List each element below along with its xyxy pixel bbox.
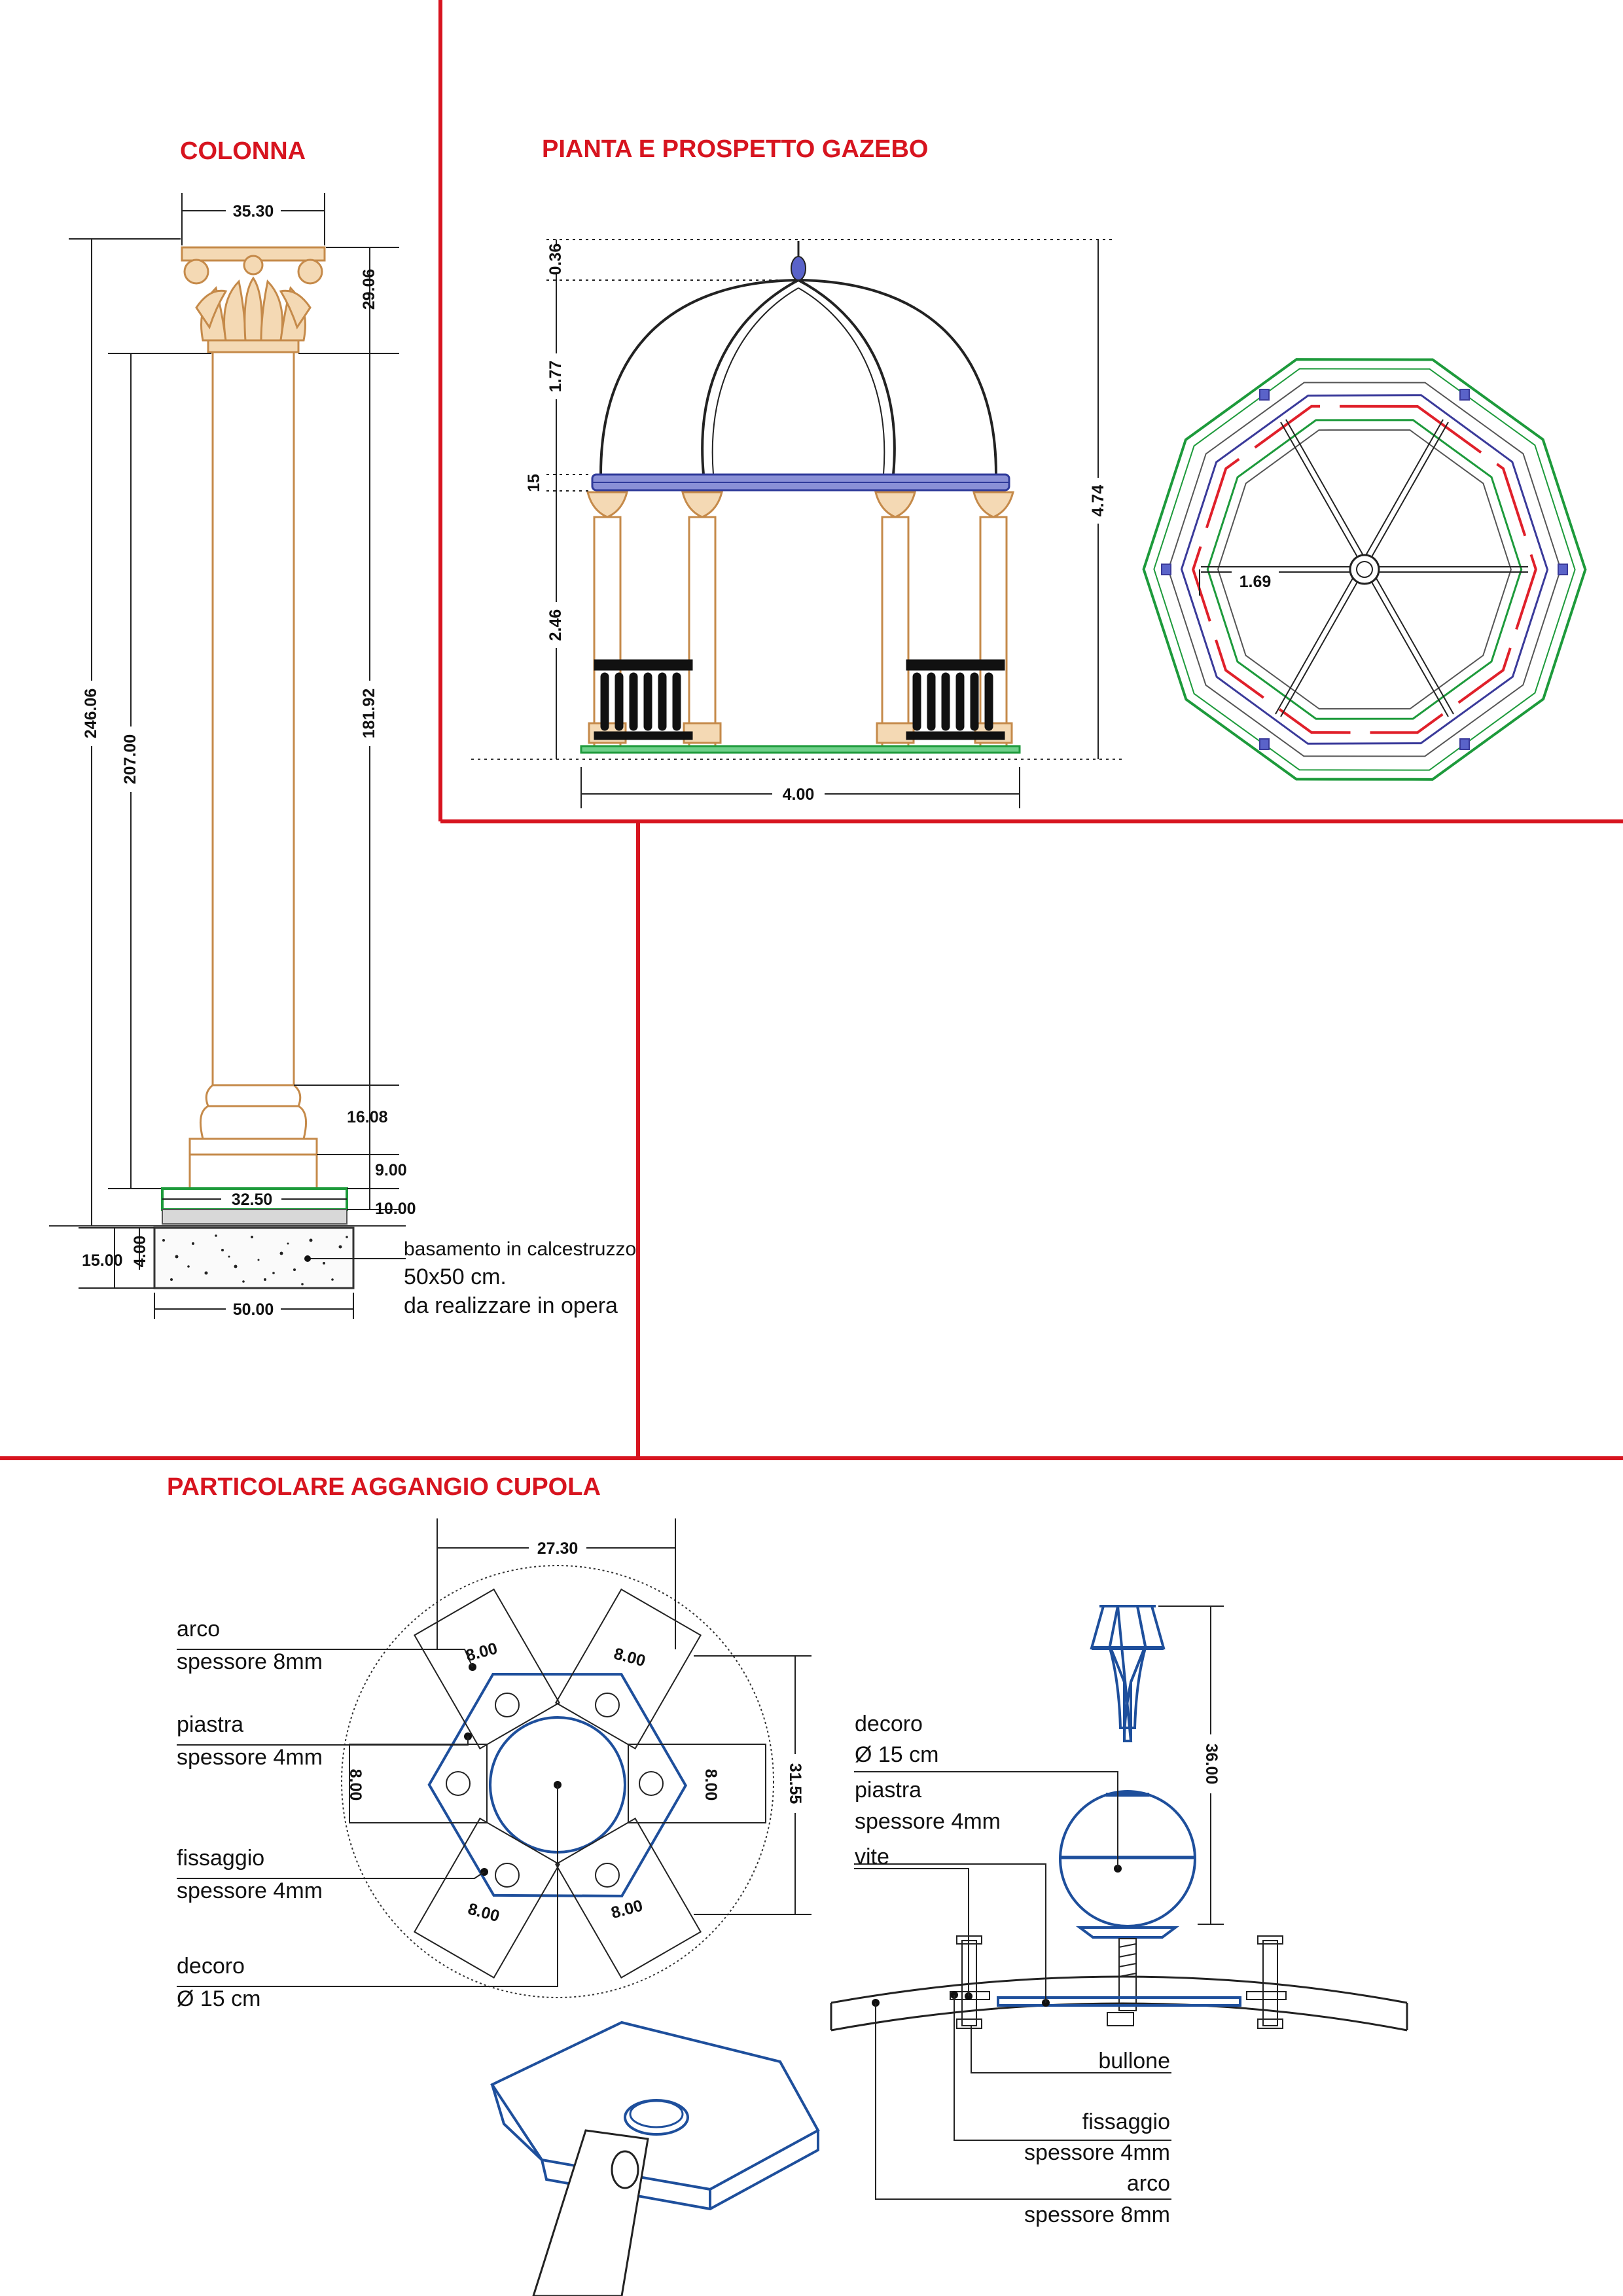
- cup-slot-1: 8.00: [464, 1639, 499, 1665]
- cup-dim-height: 31.55: [786, 1763, 804, 1804]
- sec-label-vite: vite: [855, 1844, 889, 1869]
- col-dim-footing-sub: 4.00: [131, 1236, 149, 1268]
- sec-label-arco: arco: [1127, 2171, 1170, 2196]
- col-dim-footing-w: 50.00: [233, 1300, 274, 1319]
- col-dim-capital: 29.06: [360, 269, 378, 310]
- col-dim-top-width: 35.30: [233, 202, 274, 221]
- gaz-dim-columns: 2.46: [546, 609, 565, 641]
- col-dim-total: 246.06: [82, 689, 100, 738]
- cup-slot-3: 8.00: [346, 1769, 365, 1801]
- cup-label-decoro: decoro: [177, 1954, 245, 1979]
- cup-slot-6: 8.00: [609, 1896, 645, 1922]
- col-note-2: 50x50 cm.: [404, 1265, 507, 1289]
- sec-label-piastra: piastra: [855, 1778, 921, 1803]
- gaz-dim-dome: 1.77: [546, 361, 565, 393]
- sec-label-piastra-spec: spessore 4mm: [855, 1809, 1001, 1834]
- plate-3d-sketch: [490, 2020, 820, 2211]
- col-dim-base3: 10.00: [375, 1200, 416, 1218]
- cup-slot-4: 8.00: [702, 1769, 720, 1801]
- plan-dim-radius: 1.69: [1240, 573, 1272, 591]
- gaz-dim-ring: 15: [525, 474, 543, 492]
- cup-label-piastra: piastra: [177, 1712, 243, 1737]
- col-note-3: da realizzare in opera: [404, 1293, 618, 1318]
- col-dim-base2: 9.00: [375, 1161, 407, 1179]
- sec-label-fissaggio-spec: spessore 4mm: [1024, 2140, 1170, 2165]
- concrete-speckle: [162, 1234, 348, 1285]
- sec-label-decoro: decoro: [855, 1712, 923, 1736]
- col-note-1: basamento in calcestruzzo: [404, 1238, 636, 1260]
- cup-label-arco-spec: spessore 8mm: [177, 1649, 323, 1674]
- gaz-dim-total: 4.74: [1089, 485, 1107, 517]
- cup-label-fissaggio-spec: spessore 4mm: [177, 1878, 323, 1903]
- sec-label-decoro-spec: Ø 15 cm: [855, 1742, 938, 1767]
- cup-label-decoro-spec: Ø 15 cm: [177, 1986, 260, 2011]
- gazebo-plan: [1142, 358, 1587, 781]
- gaz-dim-finial: 0.36: [546, 243, 565, 276]
- col-dim-plinth: 32.50: [232, 1191, 273, 1209]
- column-drawing: [49, 193, 406, 1319]
- gazebo-elevation: [471, 239, 1126, 808]
- sec-label-bullone: bullone: [1098, 2049, 1170, 2073]
- cup-slot-5: 8.00: [466, 1899, 501, 1926]
- sec-label-fissaggio: fissaggio: [1082, 2109, 1170, 2134]
- gazebo-title: PIANTA E PROSPETTO GAZEBO: [542, 135, 928, 163]
- cup-label-piastra-spec: spessore 4mm: [177, 1745, 323, 1770]
- cupola-title: PARTICOLARE AGGANGIO CUPOLA: [167, 1473, 601, 1501]
- col-dim-footing-h: 15.00: [82, 1251, 123, 1270]
- frame-lines: [0, 0, 1623, 1460]
- cup-slot-2: 8.00: [612, 1644, 647, 1670]
- col-dim-shaft: 207.00: [121, 734, 139, 784]
- finial-section: [830, 1605, 1408, 2200]
- cup-dim-width: 27.30: [537, 1539, 579, 1558]
- col-dim-mid: 181.92: [360, 689, 378, 738]
- cup-label-fissaggio: fissaggio: [177, 1846, 264, 1871]
- colonna-title: COLONNA: [180, 137, 306, 165]
- cup-dim-finial: 36.00: [1202, 1744, 1221, 1785]
- balustrade-left: [594, 659, 693, 740]
- sec-label-arco-spec: spessore 8mm: [1024, 2202, 1170, 2227]
- balustrade-right: [906, 659, 1005, 740]
- cup-label-arco: arco: [177, 1617, 220, 1641]
- col-dim-base1: 16.08: [347, 1108, 388, 1126]
- capital-ornament: [183, 255, 323, 342]
- gaz-dim-width: 4.00: [783, 785, 815, 804]
- cupola-plan-detail: [177, 1518, 812, 1998]
